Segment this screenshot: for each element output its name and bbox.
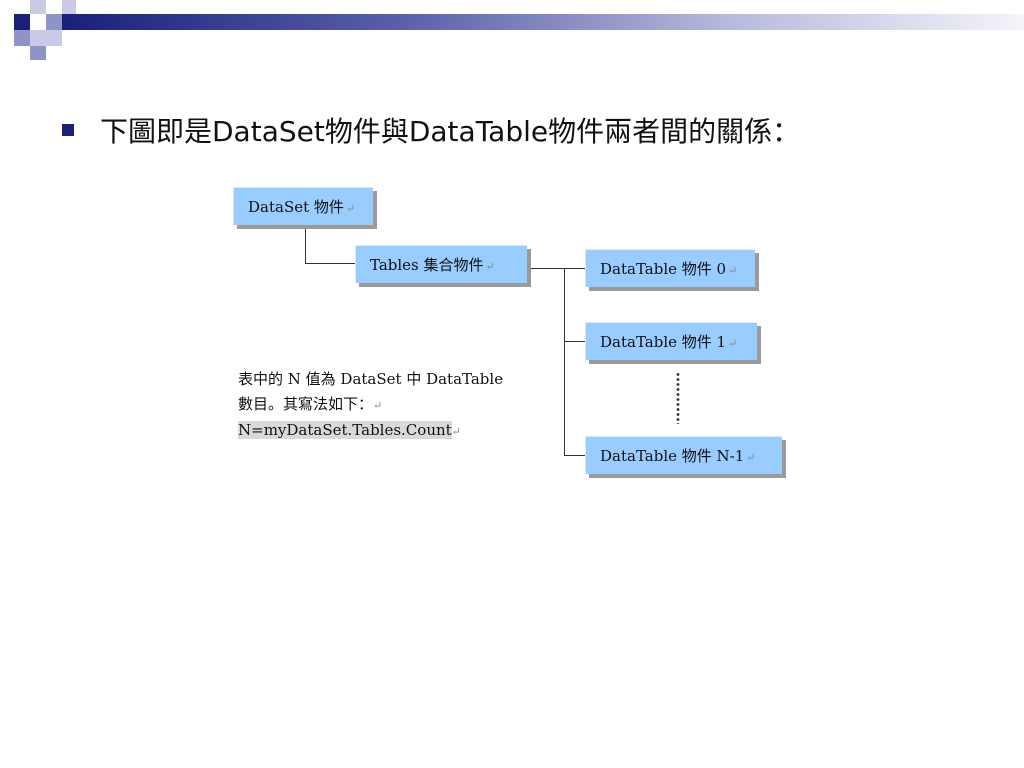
return-mark-icon: ↵ — [485, 260, 495, 273]
slide-bullet-text: 下圖即是DataSet物件與DataTable物件兩者間的關係： — [100, 115, 801, 148]
connector-line — [305, 263, 355, 264]
note-code: N=myDataSet.Tables.Count — [238, 421, 452, 439]
decor-square — [30, 46, 46, 60]
note-line-2-text: 數目。其寫法如下： — [238, 395, 374, 413]
node-dataset: DataSet 物件↵ — [233, 187, 373, 225]
decor-square — [30, 0, 46, 14]
return-mark-icon: ↵ — [345, 202, 356, 215]
decor-square — [46, 30, 62, 46]
connector-line — [305, 228, 306, 263]
connector-line — [527, 268, 585, 269]
return-mark-icon: ↵ — [746, 451, 756, 464]
decor-square — [30, 30, 46, 46]
return-mark-icon: ↵ — [728, 264, 738, 277]
node-label: DataTable 物件 1 — [600, 333, 727, 351]
note-line-2: 數目。其寫法如下：↵ — [238, 392, 503, 418]
decor-square — [14, 14, 30, 30]
header-gradient-bar — [62, 14, 1024, 30]
node-label: Tables 集合物件 — [370, 256, 484, 274]
decor-square — [14, 30, 30, 46]
connector-line — [564, 455, 585, 456]
node-datatable-n: DataTable 物件 N-1↵ — [585, 436, 782, 474]
return-mark-icon: ↵ — [373, 399, 383, 412]
node-label: DataTable 物件 0 — [600, 260, 727, 278]
return-mark-icon: ↵ — [451, 425, 461, 438]
vertical-ellipsis — [676, 372, 680, 424]
node-datatable-1: DataTable 物件 1↵ — [585, 322, 757, 360]
bullet-square-icon — [62, 124, 74, 136]
connector-line — [564, 341, 585, 342]
node-datatable-0: DataTable 物件 0↵ — [585, 249, 755, 287]
node-label: DataTable 物件 N-1 — [600, 447, 745, 465]
diagram-note: 表中的 N 值為 DataSet 中 DataTable 數目。其寫法如下：↵ … — [238, 367, 503, 444]
decor-square — [46, 14, 62, 30]
connector-line — [564, 268, 565, 455]
node-label: DataSet 物件 — [248, 198, 344, 216]
note-line-1: 表中的 N 值為 DataSet 中 DataTable — [238, 370, 504, 388]
note-code-line: N=myDataSet.Tables.Count↵ — [238, 418, 503, 444]
node-tables: Tables 集合物件↵ — [355, 245, 527, 283]
decor-square — [62, 0, 76, 14]
return-mark-icon: ↵ — [728, 337, 738, 350]
